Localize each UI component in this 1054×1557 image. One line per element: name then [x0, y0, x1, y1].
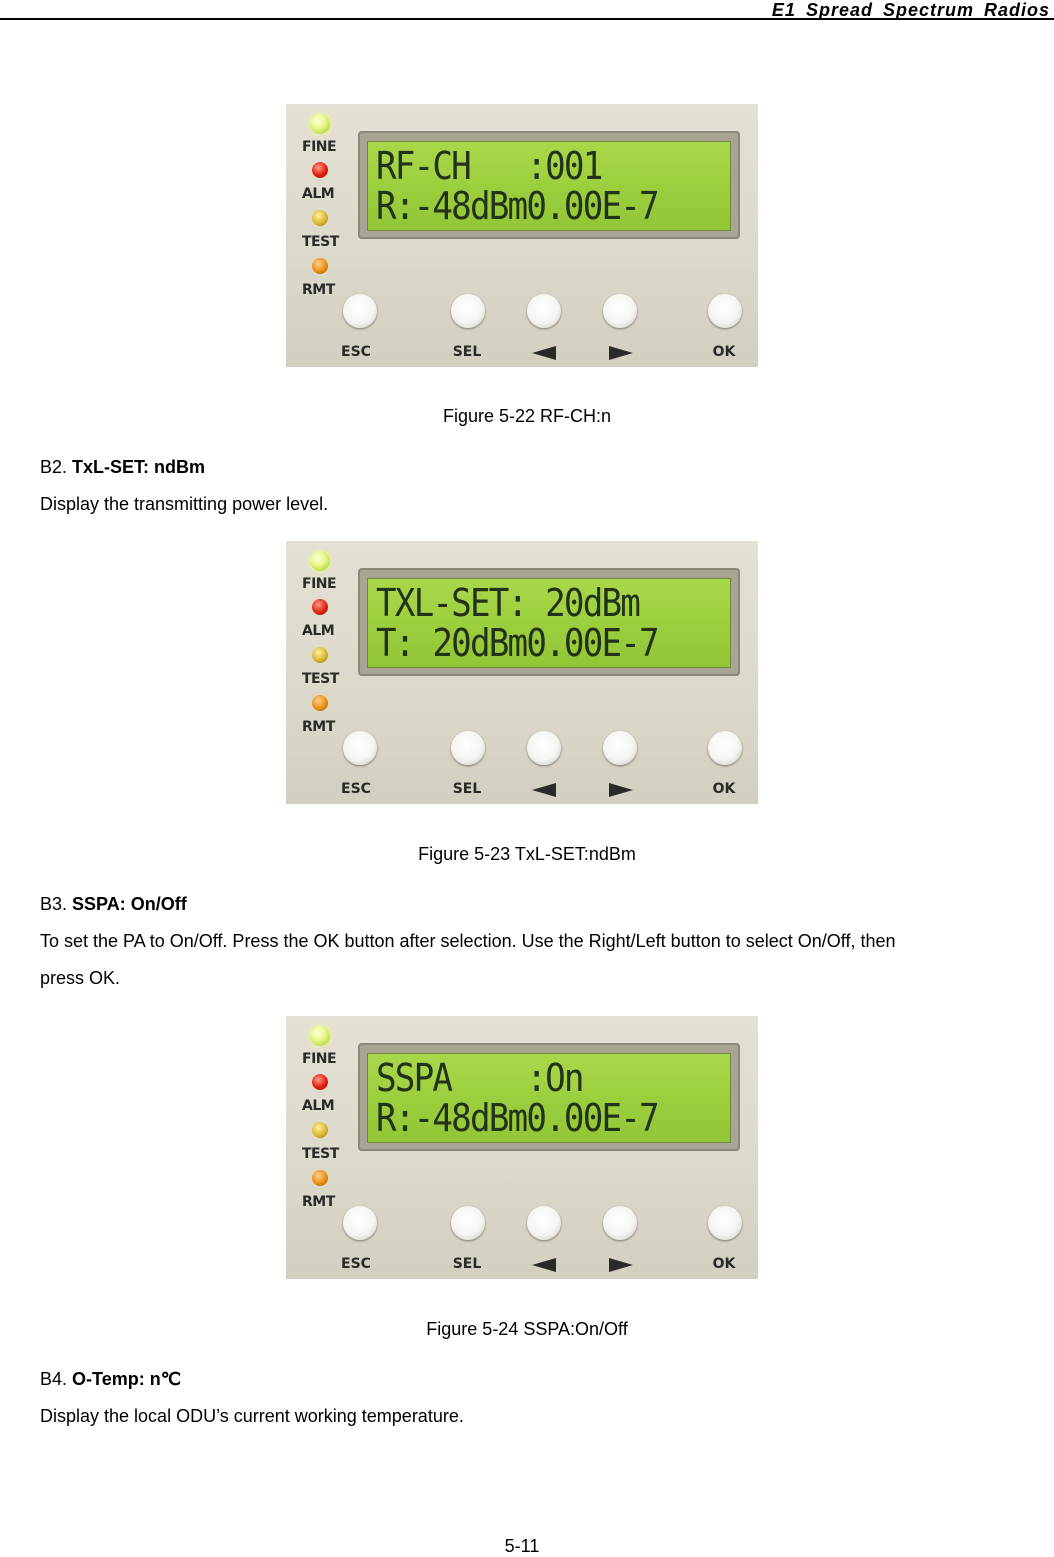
alm-led-icon: [312, 162, 328, 178]
rmt-led-label: RMT: [302, 282, 335, 298]
lcd-bezel: RF-CH :001 R:-48dBm0.00E-7: [358, 131, 740, 239]
section-prefix: B2.: [40, 457, 68, 477]
esc-button-label: ESC: [341, 344, 371, 360]
rmt-led-icon: [312, 258, 328, 274]
rmt-led-label: RMT: [302, 719, 335, 735]
section-body-b4: Display the local ODU’s current working …: [40, 1406, 464, 1426]
alm-led-label: ALM: [302, 186, 335, 202]
lcd-line-2: T: 20dBm0.00E-7: [376, 621, 660, 665]
left-button[interactable]: [527, 731, 561, 765]
section-heading-b4: B4. O-Temp: n℃: [40, 1369, 181, 1390]
rmt-led-icon: [312, 1170, 328, 1186]
alm-led-label: ALM: [302, 623, 335, 639]
fine-led-icon: [310, 1026, 330, 1046]
ok-button-label: OK: [712, 344, 736, 360]
fine-led-label: FINE: [302, 139, 337, 155]
page-header-title: E1 Spread Spectrum Radios: [771, 0, 1050, 20]
lcd-display: RF-CH :001 R:-48dBm0.00E-7: [367, 141, 731, 231]
left-arrow-icon: [532, 783, 556, 797]
left-arrow-icon: [532, 346, 556, 360]
device-front-panel-figure-5-24: FINE ALM TEST RMT SSPA :On R:-48dBm0.00E…: [286, 1016, 758, 1279]
figure-caption: Figure 5-22 RF-CH:n: [442, 406, 612, 426]
sel-button[interactable]: [451, 294, 485, 328]
section-title: TxL-SET: ndBm: [72, 457, 206, 477]
alm-led-icon: [312, 599, 328, 615]
sel-button[interactable]: [451, 1206, 485, 1240]
ok-button[interactable]: [708, 294, 742, 328]
ok-button[interactable]: [708, 1206, 742, 1240]
section-prefix: B4.: [40, 1369, 68, 1389]
sel-button-label: SEL: [452, 344, 482, 360]
lcd-line-1: SSPA :On: [376, 1056, 585, 1100]
lcd-line-1: TXL-SET: 20dBm: [376, 581, 641, 625]
left-arrow-icon: [532, 1258, 556, 1272]
lcd-line-2: R:-48dBm0.00E-7: [376, 1096, 660, 1140]
right-arrow-icon: [609, 346, 633, 360]
esc-button-label: ESC: [341, 781, 371, 797]
test-led-label: TEST: [302, 1146, 339, 1162]
right-button[interactable]: [603, 1206, 637, 1240]
device-front-panel-figure-5-22: FINE ALM TEST RMT RF-CH :001 R:-48dBm0.0…: [286, 104, 758, 367]
test-led-icon: [312, 647, 328, 663]
esc-button[interactable]: [343, 294, 377, 328]
ok-button-label: OK: [712, 781, 736, 797]
right-button[interactable]: [603, 731, 637, 765]
section-heading-b3: B3. SSPA: On/Off: [40, 894, 187, 915]
sel-button-label: SEL: [452, 781, 482, 797]
esc-button[interactable]: [343, 1206, 377, 1240]
fine-led-label: FINE: [302, 576, 337, 592]
rmt-led-label: RMT: [302, 1194, 335, 1210]
fine-led-label: FINE: [302, 1051, 337, 1067]
page-number: 5-11: [504, 1536, 540, 1556]
alm-led-label: ALM: [302, 1098, 335, 1114]
test-led-icon: [312, 210, 328, 226]
lcd-line-2: R:-48dBm0.00E-7: [376, 184, 660, 228]
right-arrow-icon: [609, 783, 633, 797]
header-divider: [0, 18, 1054, 20]
test-led-icon: [312, 1122, 328, 1138]
rmt-led-icon: [312, 695, 328, 711]
alm-led-icon: [312, 1074, 328, 1090]
left-button[interactable]: [527, 1206, 561, 1240]
test-led-label: TEST: [302, 671, 339, 687]
section-body-b3-line-2: press OK.: [40, 968, 121, 988]
figure-caption: Figure 5-23 TxL-SET:ndBm: [418, 844, 636, 864]
lcd-bezel: SSPA :On R:-48dBm0.00E-7: [358, 1043, 740, 1151]
test-led-label: TEST: [302, 234, 339, 250]
sel-button[interactable]: [451, 731, 485, 765]
ok-button-label: OK: [712, 1256, 736, 1272]
fine-led-icon: [310, 551, 330, 571]
section-heading-b2: B2. TxL-SET: ndBm: [40, 457, 205, 478]
right-arrow-icon: [609, 1258, 633, 1272]
section-title: O-Temp: n℃: [72, 1369, 181, 1389]
fine-led-icon: [310, 114, 330, 134]
left-button[interactable]: [527, 294, 561, 328]
sel-button-label: SEL: [452, 1256, 482, 1272]
ok-button[interactable]: [708, 731, 742, 765]
section-body-b3-line-1: To set the PA to On/Off. Press the OK bu…: [40, 931, 896, 951]
lcd-display: TXL-SET: 20dBm T: 20dBm0.00E-7: [367, 578, 731, 668]
section-prefix: B3.: [40, 894, 68, 914]
esc-button[interactable]: [343, 731, 377, 765]
device-front-panel-figure-5-23: FINE ALM TEST RMT TXL-SET: 20dBm T: 20dB…: [286, 541, 758, 804]
lcd-display: SSPA :On R:-48dBm0.00E-7: [367, 1053, 731, 1143]
lcd-bezel: TXL-SET: 20dBm T: 20dBm0.00E-7: [358, 568, 740, 676]
esc-button-label: ESC: [341, 1256, 371, 1272]
section-body-b2: Display the transmitting power level.: [40, 494, 329, 514]
section-title: SSPA: On/Off: [72, 894, 187, 914]
right-button[interactable]: [603, 294, 637, 328]
lcd-line-1: RF-CH :001: [376, 144, 603, 188]
figure-caption: Figure 5-24 SSPA:On/Off: [426, 1319, 628, 1339]
